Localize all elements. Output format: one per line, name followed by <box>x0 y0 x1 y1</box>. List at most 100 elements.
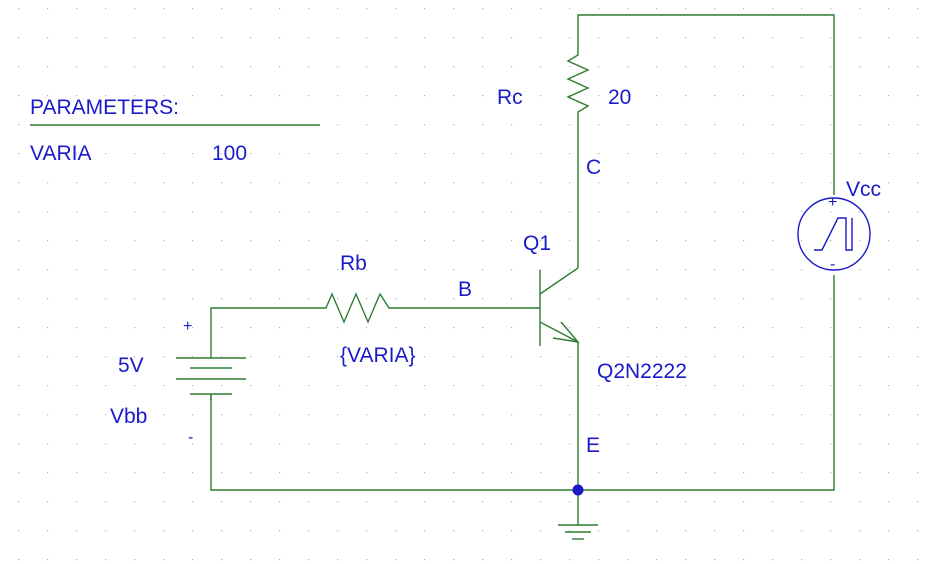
grid-dot <box>569 124 571 126</box>
grid-dot <box>830 414 832 416</box>
grid-dot <box>540 530 542 532</box>
grid-dot <box>743 37 745 39</box>
grid-dot <box>511 385 513 387</box>
battery-vbb[interactable]: + - 5V Vbb <box>110 318 246 446</box>
grid-dot <box>743 240 745 242</box>
grid-dot <box>395 37 397 39</box>
grid-dot <box>395 356 397 358</box>
grid-dot <box>598 240 600 242</box>
grid-dot <box>18 298 20 300</box>
grid-dot <box>801 414 803 416</box>
grid-dot <box>453 472 455 474</box>
grid-dot <box>482 124 484 126</box>
grid-dot <box>308 66 310 68</box>
source-vcc-name: Vcc <box>846 178 881 201</box>
grid-dot <box>250 95 252 97</box>
grid-dot <box>250 414 252 416</box>
grid-dot <box>482 356 484 358</box>
grid-dot <box>395 66 397 68</box>
grid-dot <box>221 472 223 474</box>
grid-dot <box>859 124 861 126</box>
grid-dot <box>76 66 78 68</box>
grid-dot <box>134 530 136 532</box>
parameters-block[interactable]: PARAMETERS: VARIA 100 <box>30 96 320 165</box>
grid-dot <box>830 530 832 532</box>
resistor-rb[interactable]: Rb {VARIA} <box>320 252 416 367</box>
grid-dot <box>337 66 339 68</box>
grid-dot <box>772 211 774 213</box>
grid-dot <box>192 530 194 532</box>
grid-dot <box>308 443 310 445</box>
grid-dot <box>772 182 774 184</box>
grid-dot <box>366 124 368 126</box>
grid-dot <box>540 240 542 242</box>
grid-dot <box>192 298 194 300</box>
grid-dot <box>801 240 803 242</box>
source-vcc[interactable]: + - Vcc <box>797 178 881 273</box>
grid-dot <box>888 385 890 387</box>
grid-dot <box>743 182 745 184</box>
grid-dot <box>540 443 542 445</box>
grid-dot <box>859 240 861 242</box>
grid-dot <box>18 211 20 213</box>
grid-dot <box>308 37 310 39</box>
grid-dots <box>18 8 919 561</box>
grid-dot <box>511 298 513 300</box>
grid-dot <box>250 530 252 532</box>
grid-dot <box>18 8 20 10</box>
grid-dot <box>714 414 716 416</box>
grid-dot <box>192 559 194 561</box>
pulse-waveform-icon <box>814 217 853 251</box>
grid-dot <box>105 211 107 213</box>
grid-dot <box>279 327 281 329</box>
grid-dot <box>18 66 20 68</box>
grid-dot <box>337 414 339 416</box>
resistor-rc[interactable]: Rc 20 <box>497 50 631 118</box>
grid-dot <box>366 8 368 10</box>
grid-dot <box>540 414 542 416</box>
grid-dot <box>482 501 484 503</box>
grid-dot <box>105 298 107 300</box>
grid-dot <box>830 356 832 358</box>
grid-dot <box>105 37 107 39</box>
grid-dot <box>337 559 339 561</box>
grid-dot <box>859 269 861 271</box>
grid-dot <box>134 269 136 271</box>
grid-dot <box>627 124 629 126</box>
grid-dot <box>627 153 629 155</box>
grid-dot <box>192 37 194 39</box>
battery-minus-sign: - <box>188 429 193 446</box>
parameter-name: VARIA <box>30 142 91 165</box>
grid-dot <box>714 559 716 561</box>
grid-dot <box>598 8 600 10</box>
grid-dot <box>801 211 803 213</box>
grid-dot <box>830 501 832 503</box>
grid-dot <box>772 414 774 416</box>
grid-dot <box>47 153 49 155</box>
grid-dot <box>47 472 49 474</box>
transistor-q1[interactable]: Q1 Q2N2222 <box>523 232 687 383</box>
parameters-header: PARAMETERS: <box>30 96 179 119</box>
grid-dot <box>221 66 223 68</box>
grid-dot <box>163 240 165 242</box>
grid-dot <box>569 501 571 503</box>
grid-dot <box>76 501 78 503</box>
grid-dot <box>105 559 107 561</box>
grid-dot <box>250 356 252 358</box>
grid-dot <box>685 501 687 503</box>
grid-dot <box>540 153 542 155</box>
grid-dot <box>76 95 78 97</box>
grid-dot <box>366 385 368 387</box>
grid-dot <box>366 414 368 416</box>
grid-dot <box>540 8 542 10</box>
grid-dot <box>598 414 600 416</box>
grid-dot <box>163 153 165 155</box>
grid-dot <box>279 443 281 445</box>
grid-dot <box>772 37 774 39</box>
grid-dot <box>888 66 890 68</box>
grid-dot <box>830 240 832 242</box>
grid-dot <box>192 153 194 155</box>
grid-dot <box>134 211 136 213</box>
grid-dot <box>424 66 426 68</box>
grid-dot <box>453 95 455 97</box>
